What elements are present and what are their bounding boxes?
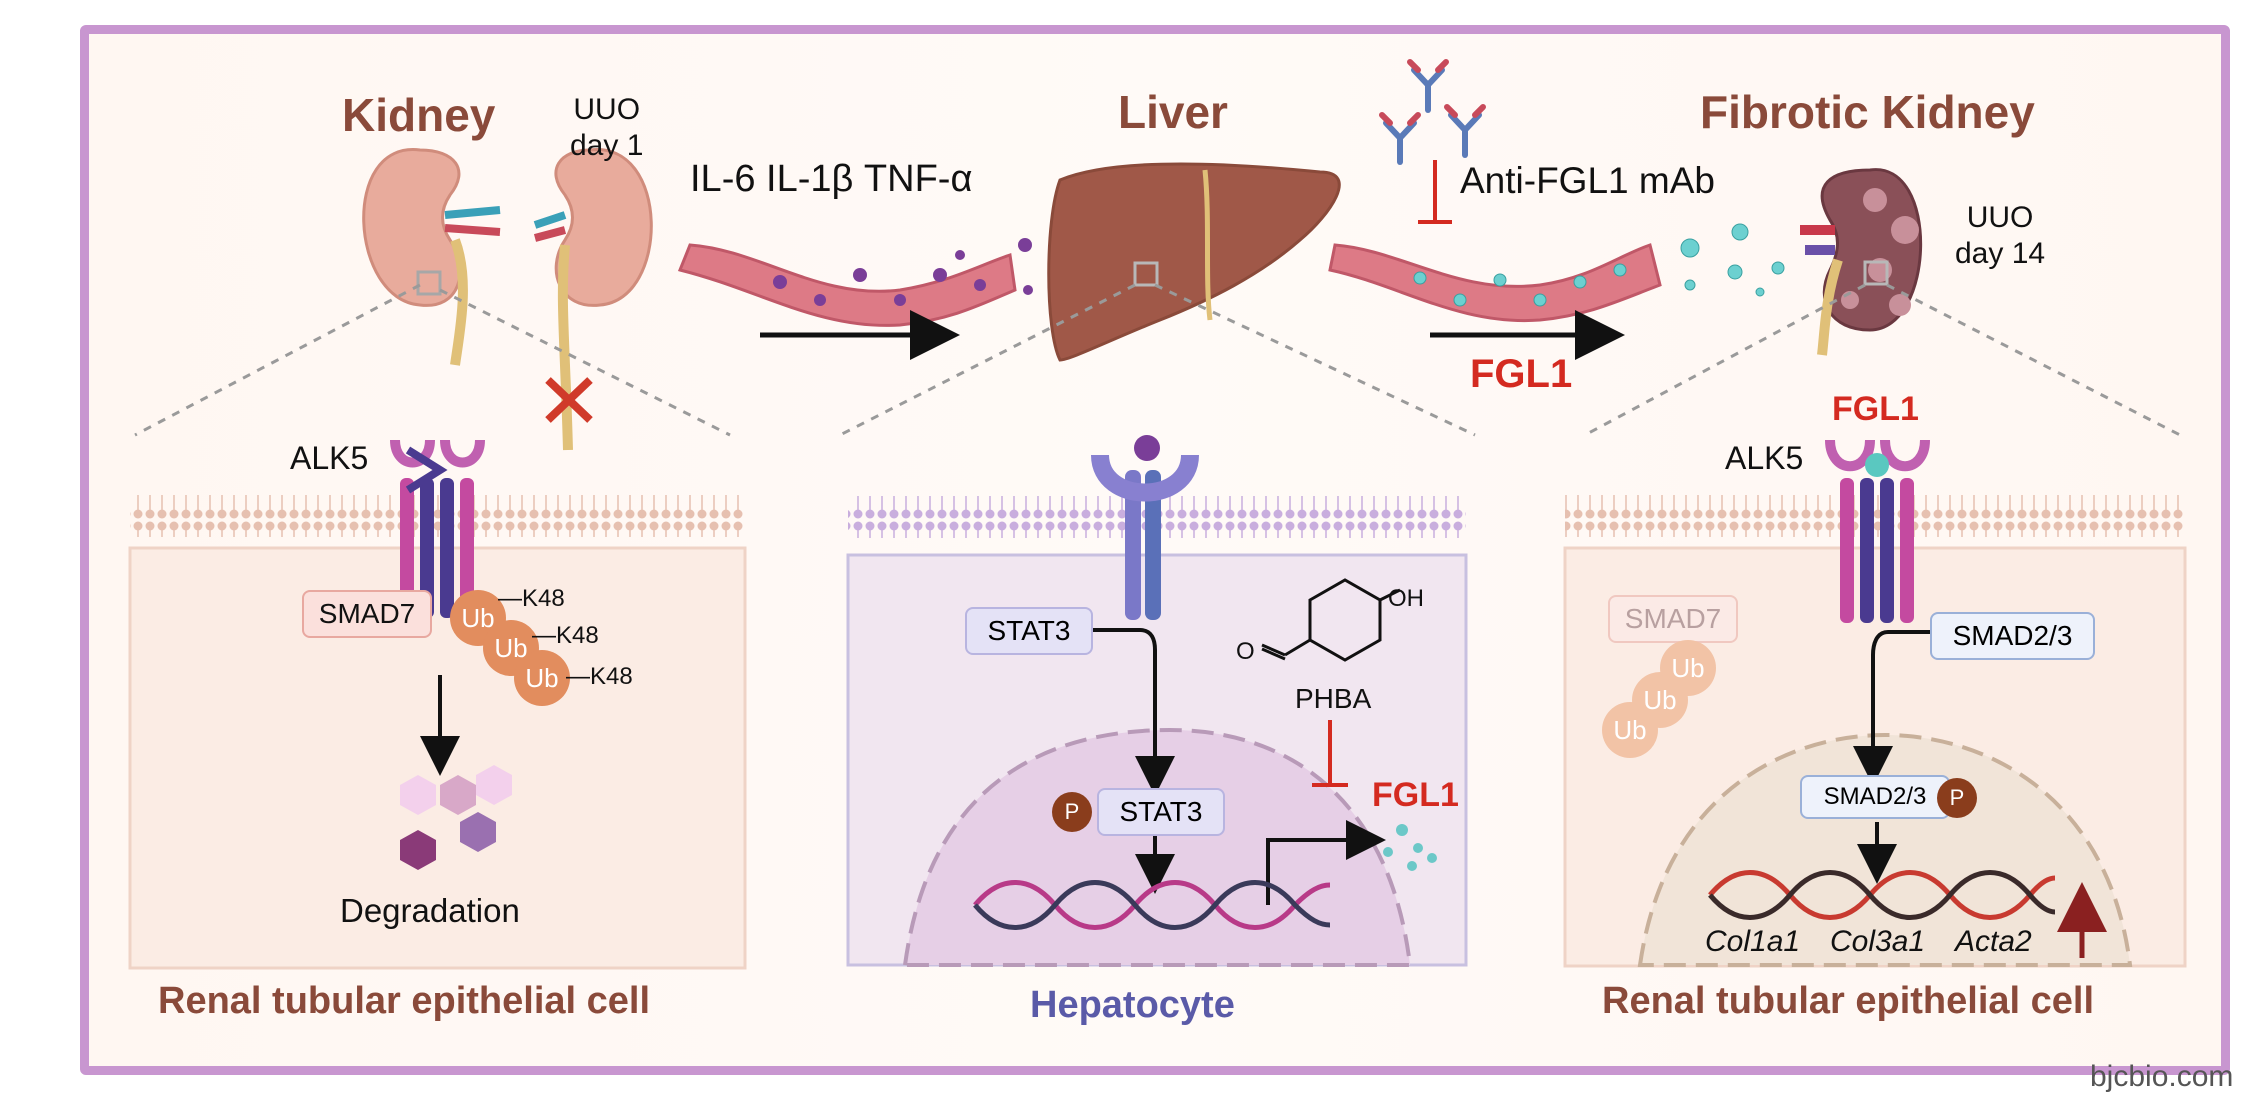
antibody-icon <box>1379 59 1486 165</box>
uuo-day1-line1: UUO <box>573 93 641 126</box>
phba-label: PHBA <box>1295 683 1372 714</box>
phba-oh-label: OH <box>1388 585 1424 612</box>
kidney-cell-membrane <box>130 495 745 537</box>
ub-3: Ub <box>514 650 570 706</box>
ligation-cross-icon <box>545 377 593 423</box>
phba-o-label: O <box>1236 638 1255 665</box>
fibrotic-kidney-title: Fibrotic Kidney <box>1700 86 2035 138</box>
watermark: bjcbio.com <box>2090 1060 2234 1093</box>
liver-icon <box>1047 162 1341 362</box>
kidney-left-icon <box>362 148 501 366</box>
gene-col3a1: Col3a1 <box>1830 925 1926 958</box>
phospho-stat3: P <box>1052 792 1092 832</box>
gene-acta2: Acta2 <box>1955 925 2032 958</box>
blood-vessel-right <box>1328 243 1662 323</box>
zoom-line-right-1 <box>1584 283 1866 437</box>
fibrotic-cell-title: Renal tubular epithelial cell <box>1602 980 2095 1022</box>
stat3-activation-arrow <box>1090 628 1175 796</box>
zoom-line-mid-1 <box>839 283 1136 437</box>
degradation-hexagons <box>400 765 512 870</box>
kidney-right-icon <box>533 148 653 451</box>
ub-2: Ub <box>483 620 539 676</box>
fgl1-secreted-dots <box>1383 824 1437 871</box>
alk5-label-right: ALK5 <box>1725 440 1804 476</box>
zoom-line-right-2 <box>1886 283 2181 437</box>
smad7-box-left: SMAD7 <box>302 590 432 638</box>
k48-label-2: —K48 <box>532 622 599 649</box>
phba-molecule-icon <box>1261 578 1401 662</box>
fgl1-circulating-dots <box>1413 223 1785 307</box>
fibrotic-cell-membrane <box>1565 495 2185 537</box>
cytokine-receptor <box>1091 435 1199 620</box>
kidney-title: Kidney <box>342 89 496 141</box>
smad7-box-right: SMAD7 <box>1608 595 1738 643</box>
pstat3-box: STAT3 <box>1097 788 1225 836</box>
ub-faded-2: Ub <box>1632 672 1688 728</box>
smad23-box: SMAD2/3 <box>1930 612 2095 660</box>
anti-fgl1-label: Anti-FGL1 mAb <box>1460 160 1715 201</box>
liver-title: Liver <box>1118 86 1228 138</box>
cytokine-dots <box>773 238 1033 306</box>
gene-col1a1: Col1a1 <box>1705 925 1801 958</box>
zoom-line-mid-2 <box>1154 283 1476 437</box>
alk5-receptor-right <box>1825 439 1930 623</box>
ub-faded-3: Ub <box>1602 702 1658 758</box>
dna-helix-liver <box>973 880 1331 930</box>
fgl1-blood-label: FGL1 <box>1470 352 1573 396</box>
cytokines-label: IL-6 IL-1β TNF-α <box>690 158 973 200</box>
fibrotic-kidney-icon <box>1800 168 1923 356</box>
psmad23-box: SMAD2/3 <box>1800 775 1950 819</box>
stat3-box: STAT3 <box>965 607 1093 655</box>
uuo-day1-label: UUO day 1 <box>570 92 643 164</box>
zoom-line-left-2 <box>439 288 731 437</box>
hepatocyte-title: Hepatocyte <box>1030 984 1235 1026</box>
uuo-day14-line2: day 14 <box>1955 237 2046 270</box>
uuo-day14-label: UUO day 14 <box>1955 200 2045 272</box>
phospho-smad23: P <box>1937 778 1977 818</box>
blood-vessel-left <box>677 243 1017 327</box>
fgl1-label-liver: FGL1 <box>1372 776 1459 814</box>
kidney-cell-title: Renal tubular epithelial cell <box>158 980 651 1022</box>
k48-label-3: —K48 <box>566 663 633 690</box>
alk5-label-left: ALK5 <box>290 440 369 476</box>
fgl1-label-kidney: FGL1 <box>1832 390 1919 428</box>
uuo-day1-line2: day 1 <box>570 129 644 162</box>
k48-label-1: —K48 <box>498 585 565 612</box>
dna-helix-kidney <box>1708 870 2056 920</box>
alk5-receptor-left <box>390 439 485 618</box>
smad-activation-arrow <box>1853 630 1930 786</box>
uuo-day14-line1: UUO <box>1966 201 2034 234</box>
zoom-line-left-1 <box>134 283 421 437</box>
degradation-label: Degradation <box>340 892 520 929</box>
